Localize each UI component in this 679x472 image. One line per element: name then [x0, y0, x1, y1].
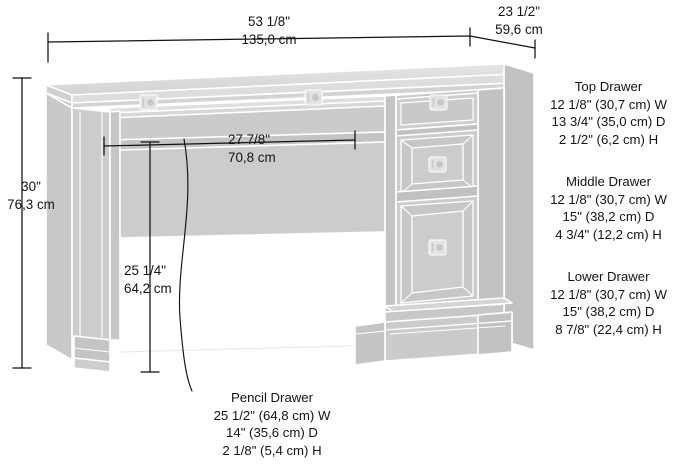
knee-width-imperial: 27 7/8": [228, 132, 270, 147]
lower-drawer-depth: 15" (38,2 cm) D: [562, 304, 655, 320]
knee-height-metric: 64,2 cm: [124, 280, 172, 296]
top-drawer-width: 12 1/8" (30,7 cm) W: [550, 96, 667, 112]
top-drawer-title: Top Drawer: [574, 79, 643, 94]
drawer-pull-icon-group: [139, 89, 448, 256]
overall-height-metric: 76,3 cm: [7, 196, 55, 212]
top-drawer-spec: Top Drawer 12 1/8" (30,7 cm) W 13 3/4" (…: [538, 78, 679, 148]
lower-drawer-spec: Lower Drawer 12 1/8" (30,7 cm) W 15" (38…: [538, 268, 679, 338]
pencil-drawer-depth: 14" (35,6 cm) D: [226, 425, 318, 441]
lower-drawer-title: Lower Drawer: [567, 269, 650, 284]
middle-drawer-title: Middle Drawer: [565, 174, 651, 189]
knee-height-label: 25 1/4" 64,2 cm: [124, 262, 172, 297]
overall-width-metric: 135,0 cm: [241, 31, 297, 47]
middle-drawer-depth: 15" (38,2 cm) D: [562, 209, 655, 225]
top-drawer-height: 2 1/2" (6,2 cm) H: [558, 131, 659, 147]
lower-drawer-width: 12 1/8" (30,7 cm) W: [550, 286, 667, 302]
top-drawer-depth: 13 3/4" (35,0 cm) D: [551, 114, 666, 130]
overall-depth-imperial: 23 1/2": [498, 4, 540, 19]
knee-width-label: 27 7/8" 70,8 cm: [228, 131, 276, 166]
pencil-drawer-width: 25 1/2" (64,8 cm) W: [213, 407, 331, 423]
middle-drawer-spec: Middle Drawer 12 1/8" (30,7 cm) W 15" (3…: [538, 173, 679, 243]
overall-width-label: 53 1/8" 135,0 cm: [209, 13, 329, 48]
overall-depth-metric: 59,6 cm: [495, 21, 543, 37]
overall-height-imperial: 30": [21, 179, 41, 194]
knee-width-metric: 70,8 cm: [228, 149, 276, 165]
middle-drawer-width: 12 1/8" (30,7 cm) W: [550, 191, 667, 207]
middle-drawer-height: 4 3/4" (12,2 cm) H: [555, 226, 662, 242]
lower-drawer-height: 8 7/8" (22,4 cm) H: [555, 321, 662, 337]
overall-height-label: 30" 76,3 cm: [0, 178, 62, 213]
pencil-drawer-spec: Pencil Drawer 25 1/2" (64,8 cm) W 14" (3…: [172, 389, 372, 459]
overall-width-imperial: 53 1/8": [248, 14, 290, 29]
overall-depth-label: 23 1/2" 59,6 cm: [460, 3, 578, 38]
knee-height-imperial: 25 1/4": [124, 263, 166, 278]
pencil-drawer-height: 2 1/8" (5,4 cm) H: [222, 442, 322, 458]
pencil-drawer-title: Pencil Drawer: [230, 390, 314, 405]
